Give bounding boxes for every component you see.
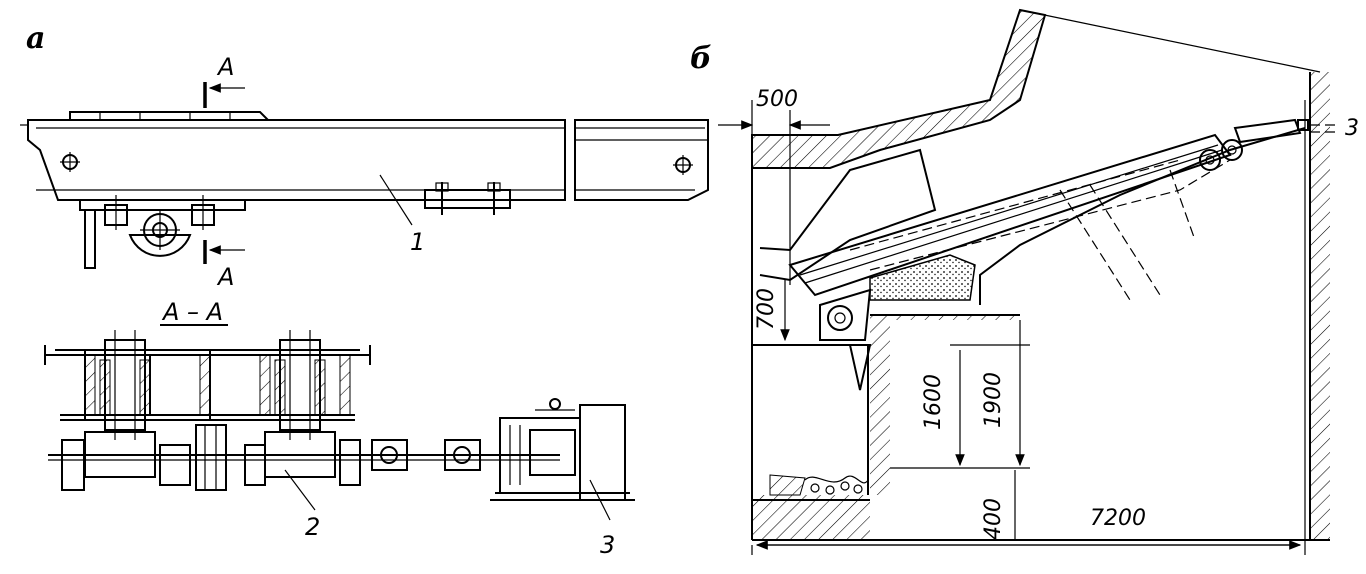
installation-view: 500 700 1600 1900 400 7200 3 [718,8,1359,555]
section-marker-bottom: A [216,263,234,291]
callout-shaft-unit: 2 [305,513,320,541]
section-view: A – A [44,298,635,559]
panel-label-a: а [26,21,45,56]
dim-7200: 7200 [1090,506,1146,531]
callout-frame: 1 [410,228,425,256]
dim-500: 500 [756,87,798,112]
dim-700: 700 [754,288,779,330]
dim-400: 400 [981,498,1006,540]
dim-1600: 1600 [921,374,946,430]
callout-motor: 3 [600,531,615,559]
panel-label-b: б [690,41,712,76]
side-view: 1 A A [20,53,709,291]
section-title: A – A [161,298,223,326]
section-marker-top: A [216,53,234,81]
dim-3: 3 [1345,116,1359,141]
dim-1900: 1900 [981,372,1006,428]
